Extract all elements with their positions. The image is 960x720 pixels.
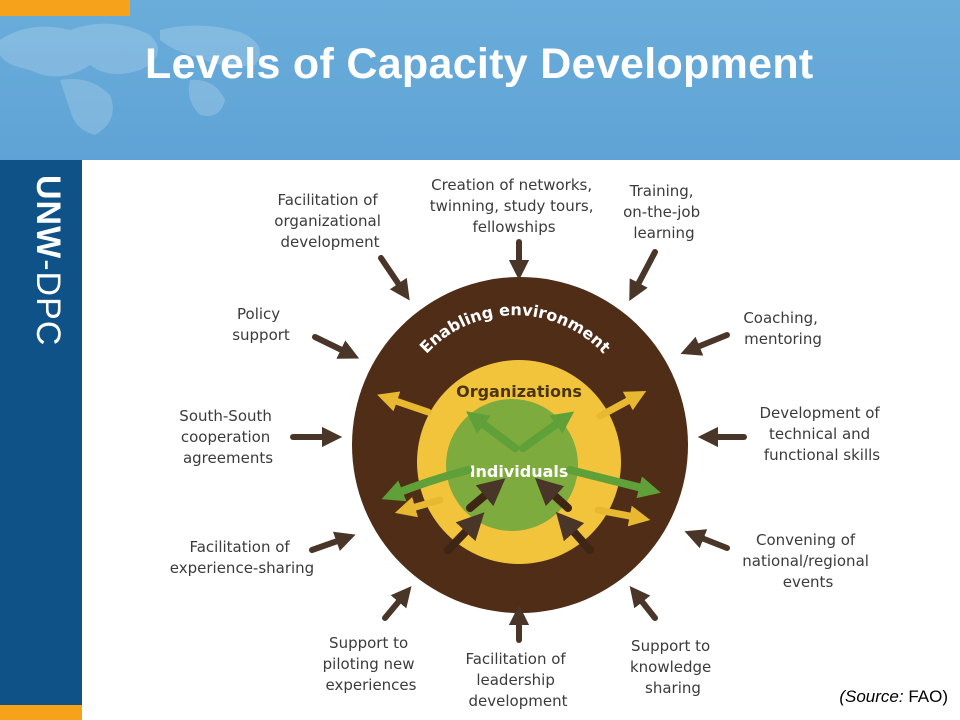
header-accent-bar bbox=[0, 0, 130, 16]
inner-circle-label: Individuals bbox=[470, 462, 569, 481]
arrow-coaching bbox=[680, 332, 730, 356]
brand-rest: -DPC bbox=[29, 259, 67, 347]
page-title: Levels of Capacity Development bbox=[145, 40, 814, 88]
label-technical-skills: Development of technical and functional … bbox=[760, 404, 885, 464]
yellow-arrows bbox=[377, 391, 651, 527]
label-south-south: South-South cooperation agreements bbox=[179, 407, 276, 467]
label-policy-support: Policy support bbox=[232, 305, 290, 344]
arrow-training bbox=[629, 249, 658, 302]
arrow-facilitation-org-dev bbox=[378, 255, 410, 301]
label-convening-events: Convening of national/regional events bbox=[742, 531, 873, 591]
label-coaching: Coaching, mentoring bbox=[743, 309, 822, 348]
outer-arrows bbox=[290, 239, 747, 643]
label-training: Training, on-the-job learning bbox=[623, 182, 705, 242]
arrow-experience-sharing bbox=[309, 531, 356, 553]
brand-logo-text: UNW-DPC bbox=[28, 175, 67, 346]
arrow-piloting bbox=[382, 586, 412, 621]
inner-brown-arrows bbox=[444, 477, 594, 554]
capacity-diagram: Enabling environment Organizations Indiv… bbox=[170, 176, 885, 710]
sidebar-accent-bar bbox=[0, 705, 82, 720]
arrow-convening-events bbox=[684, 529, 730, 551]
label-knowledge-sharing: Support to knowledge sharing bbox=[630, 637, 716, 697]
label-leadership: Facilitation of leadership development bbox=[465, 650, 570, 710]
label-piloting: Support to piloting new experiences bbox=[323, 634, 420, 694]
world-map-decoration bbox=[0, 23, 260, 135]
source-citation: (Source: FAO) bbox=[839, 687, 948, 707]
brand-bold: UNW bbox=[29, 175, 67, 260]
source-label: (Source: bbox=[839, 687, 904, 706]
header-banner: Levels of Capacity Development bbox=[0, 0, 960, 160]
sidebar-bar bbox=[0, 160, 82, 705]
label-experience-sharing: Facilitation of experience-sharing bbox=[170, 538, 314, 577]
middle-ring-label: Organizations bbox=[456, 382, 582, 401]
label-creation-networks: Creation of networks, twinning, study to… bbox=[430, 176, 599, 236]
green-arrows bbox=[381, 411, 661, 502]
label-facilitation-org-dev: Facilitation of organizational developme… bbox=[274, 191, 385, 251]
source-value: FAO) bbox=[908, 687, 948, 706]
arrow-policy-support bbox=[312, 334, 360, 359]
arrow-knowledge-sharing bbox=[629, 586, 658, 621]
